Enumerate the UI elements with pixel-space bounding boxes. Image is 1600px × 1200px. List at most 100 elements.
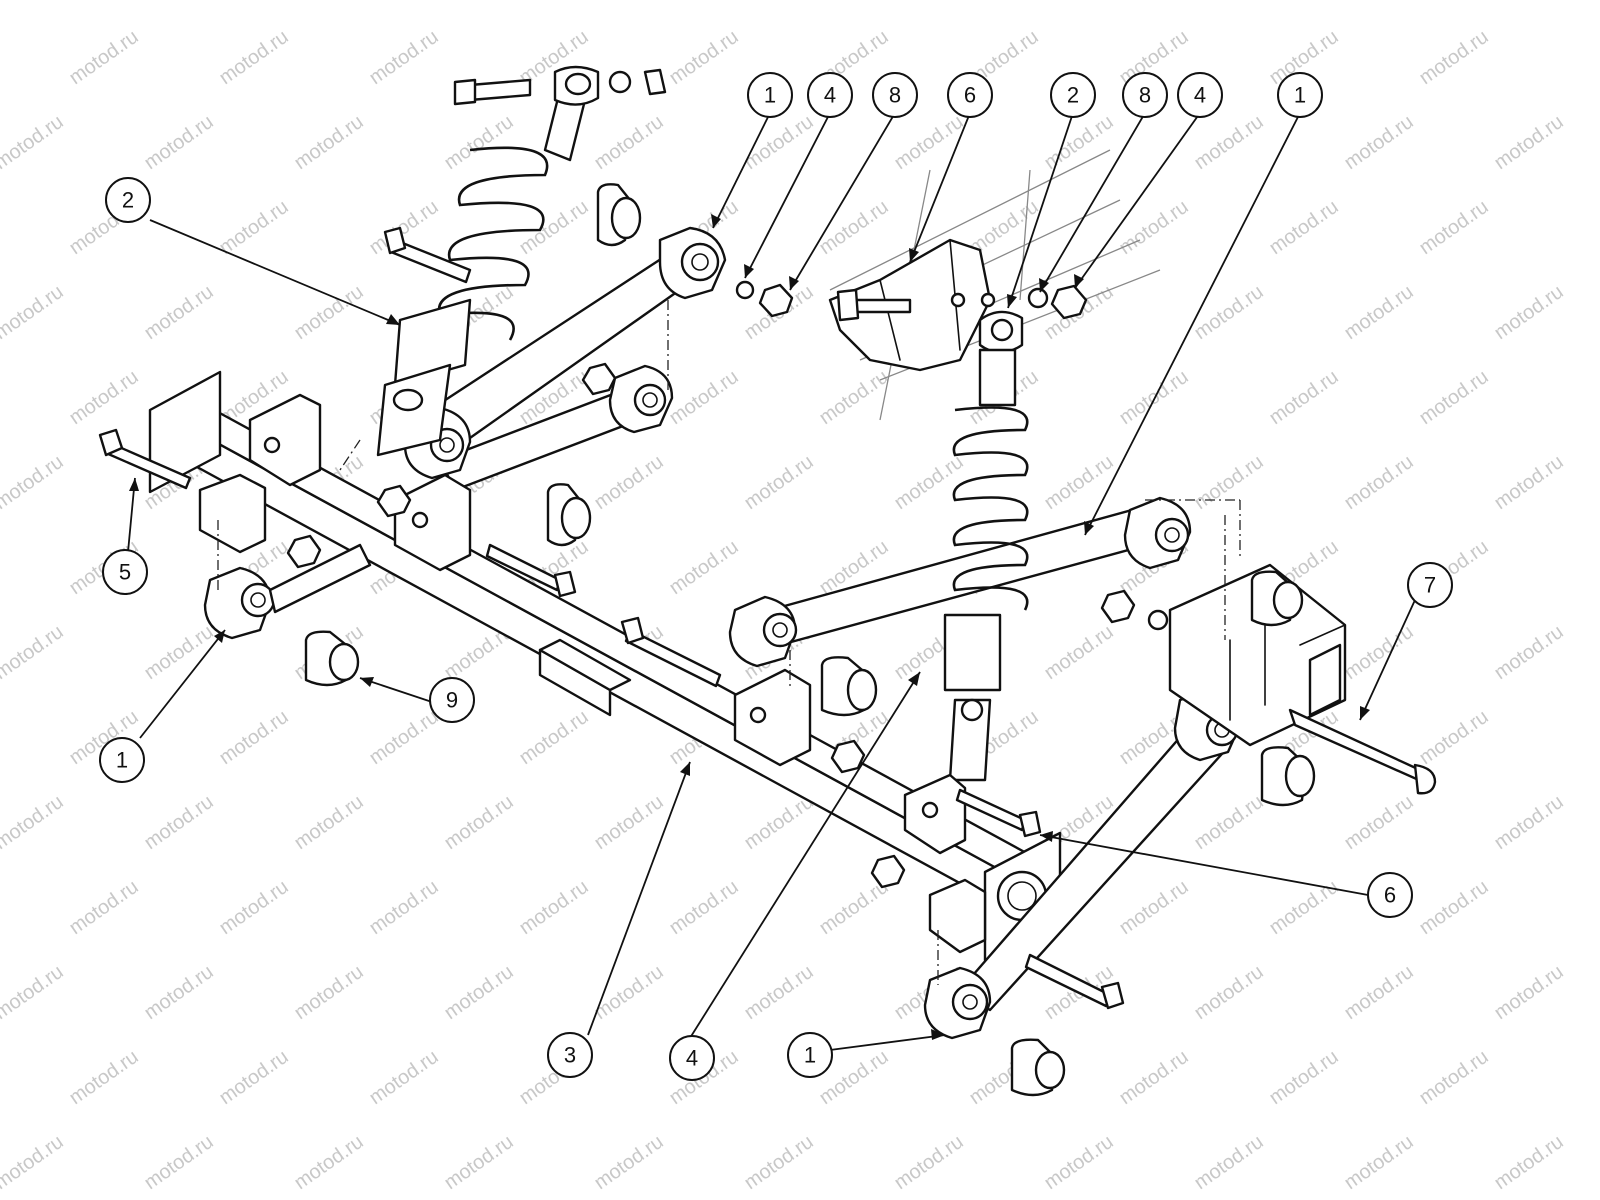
watermark-text: motod.ru	[215, 26, 292, 89]
callout-circle	[669, 1035, 715, 1081]
watermark-text: motod.ru	[215, 196, 292, 259]
watermark-text: motod.ru	[740, 961, 817, 1024]
watermark-text: motod.ru	[215, 876, 292, 939]
callout-6: 8	[1122, 72, 1168, 118]
watermark-text: motod.ru	[0, 961, 68, 1024]
watermark-text: motod.ru	[515, 706, 592, 769]
watermark-text: motod.ru	[1115, 196, 1192, 259]
watermark-text: motod.ru	[740, 1131, 817, 1194]
callout-number: 1	[764, 83, 776, 108]
callout-number: 4	[686, 1046, 698, 1071]
watermark-text: motod.ru	[590, 1131, 667, 1194]
watermark-text: motod.ru	[1415, 1046, 1492, 1109]
callout-circle	[1277, 72, 1323, 118]
watermark-text: motod.ru	[290, 961, 367, 1024]
watermark-text: motod.ru	[740, 111, 817, 174]
watermark-text: motod.ru	[1490, 791, 1567, 854]
callout-17: 1	[787, 1032, 833, 1078]
watermark-text: motod.ru	[1340, 281, 1417, 344]
watermark-text: motod.ru	[0, 281, 68, 344]
watermark-text: motod.ru	[0, 111, 68, 174]
watermark-text: motod.ru	[890, 1131, 967, 1194]
callout-13: 7	[1407, 562, 1453, 608]
callout-number: 7	[1424, 573, 1436, 598]
watermark-text: motod.ru	[1265, 196, 1342, 259]
watermark-text: motod.ru	[1190, 281, 1267, 344]
left-shock-absorber	[376, 65, 667, 457]
callout-circle	[807, 72, 853, 118]
callout-15: 3	[547, 1032, 593, 1078]
callout-number: 3	[564, 1043, 576, 1068]
beam-brackets	[198, 393, 987, 954]
callout-number: 1	[1294, 83, 1306, 108]
watermark-text: motod.ru	[1190, 1131, 1267, 1194]
watermark-text: motod.ru	[290, 281, 367, 344]
right-trailing-arm	[728, 496, 1242, 1040]
callout-5: 2	[1050, 72, 1096, 118]
watermark-text: motod.ru	[0, 621, 68, 684]
watermark-text: motod.ru	[815, 366, 892, 429]
watermark-text: motod.ru	[65, 876, 142, 939]
callout-2: 4	[807, 72, 853, 118]
bushings	[304, 183, 1316, 1097]
right-frame-bracket	[1168, 563, 1437, 795]
watermark-text: motod.ru	[665, 366, 742, 429]
callout-16: 4	[669, 1035, 715, 1081]
watermark-text: motod.ru	[1490, 281, 1567, 344]
watermark-text: motod.ru	[1040, 1131, 1117, 1194]
right-shock-absorber	[943, 310, 1029, 782]
leader-lines	[127, 112, 1416, 1051]
callout-8: 1	[1277, 72, 1323, 118]
watermark-text: motod.ru	[1490, 111, 1567, 174]
watermark-text: motod.ru	[1040, 621, 1117, 684]
watermark-text: motod.ru	[740, 451, 817, 514]
watermark-text: motod.ru	[290, 791, 367, 854]
callout-circle	[102, 549, 148, 595]
left-trailing-arm	[203, 226, 727, 640]
watermark-text: motod.ru	[665, 26, 742, 89]
callout-number: 9	[446, 688, 458, 713]
watermark-text: motod.ru	[0, 451, 68, 514]
watermark-text: motod.ru	[1340, 1131, 1417, 1194]
watermark-text: motod.ru	[140, 961, 217, 1024]
watermark-text: motod.ru	[1265, 876, 1342, 939]
watermark-text: motod.ru	[1340, 791, 1417, 854]
callout-circle	[947, 72, 993, 118]
watermark-text: motod.ru	[65, 1046, 142, 1109]
watermark-text: motod.ru	[140, 621, 217, 684]
watermark-text: motod.ru	[440, 1131, 517, 1194]
watermark-text: motod.ru	[1490, 621, 1567, 684]
callout-circle	[1177, 72, 1223, 118]
callout-number: 8	[889, 83, 901, 108]
callout-7: 4	[1177, 72, 1223, 118]
watermark-text: motod.ru	[440, 791, 517, 854]
callout-number: 4	[1194, 83, 1206, 108]
callout-number: 2	[122, 188, 134, 213]
watermark-text: motod.ru	[1190, 111, 1267, 174]
callout-circle	[547, 1032, 593, 1078]
callout-9: 2	[105, 177, 151, 223]
watermark-text: motod.ru	[1490, 961, 1567, 1024]
callout-number: 8	[1139, 83, 1151, 108]
callout-circle	[872, 72, 918, 118]
callout-circle	[429, 677, 475, 723]
callout-11: 1	[99, 737, 145, 783]
callout-12: 9	[429, 677, 475, 723]
watermark-text: motod.ru	[215, 1046, 292, 1109]
callout-number: 6	[1384, 883, 1396, 908]
watermark-text: motod.ru	[1265, 1046, 1342, 1109]
watermark-text: motod.ru	[665, 536, 742, 599]
watermark-text: motod.ru	[590, 961, 667, 1024]
watermark-text: motod.ru	[590, 111, 667, 174]
callout-circle	[787, 1032, 833, 1078]
callout-circle	[1122, 72, 1168, 118]
watermark-text: motod.ru	[1040, 111, 1117, 174]
watermark-text: motod.ru	[365, 1046, 442, 1109]
watermark-text: motod.ru	[590, 791, 667, 854]
alignment-lines	[217, 300, 1241, 985]
watermark-text: motod.ru	[1415, 876, 1492, 939]
watermark-text: motod.ru	[1265, 366, 1342, 429]
callout-10: 5	[102, 549, 148, 595]
